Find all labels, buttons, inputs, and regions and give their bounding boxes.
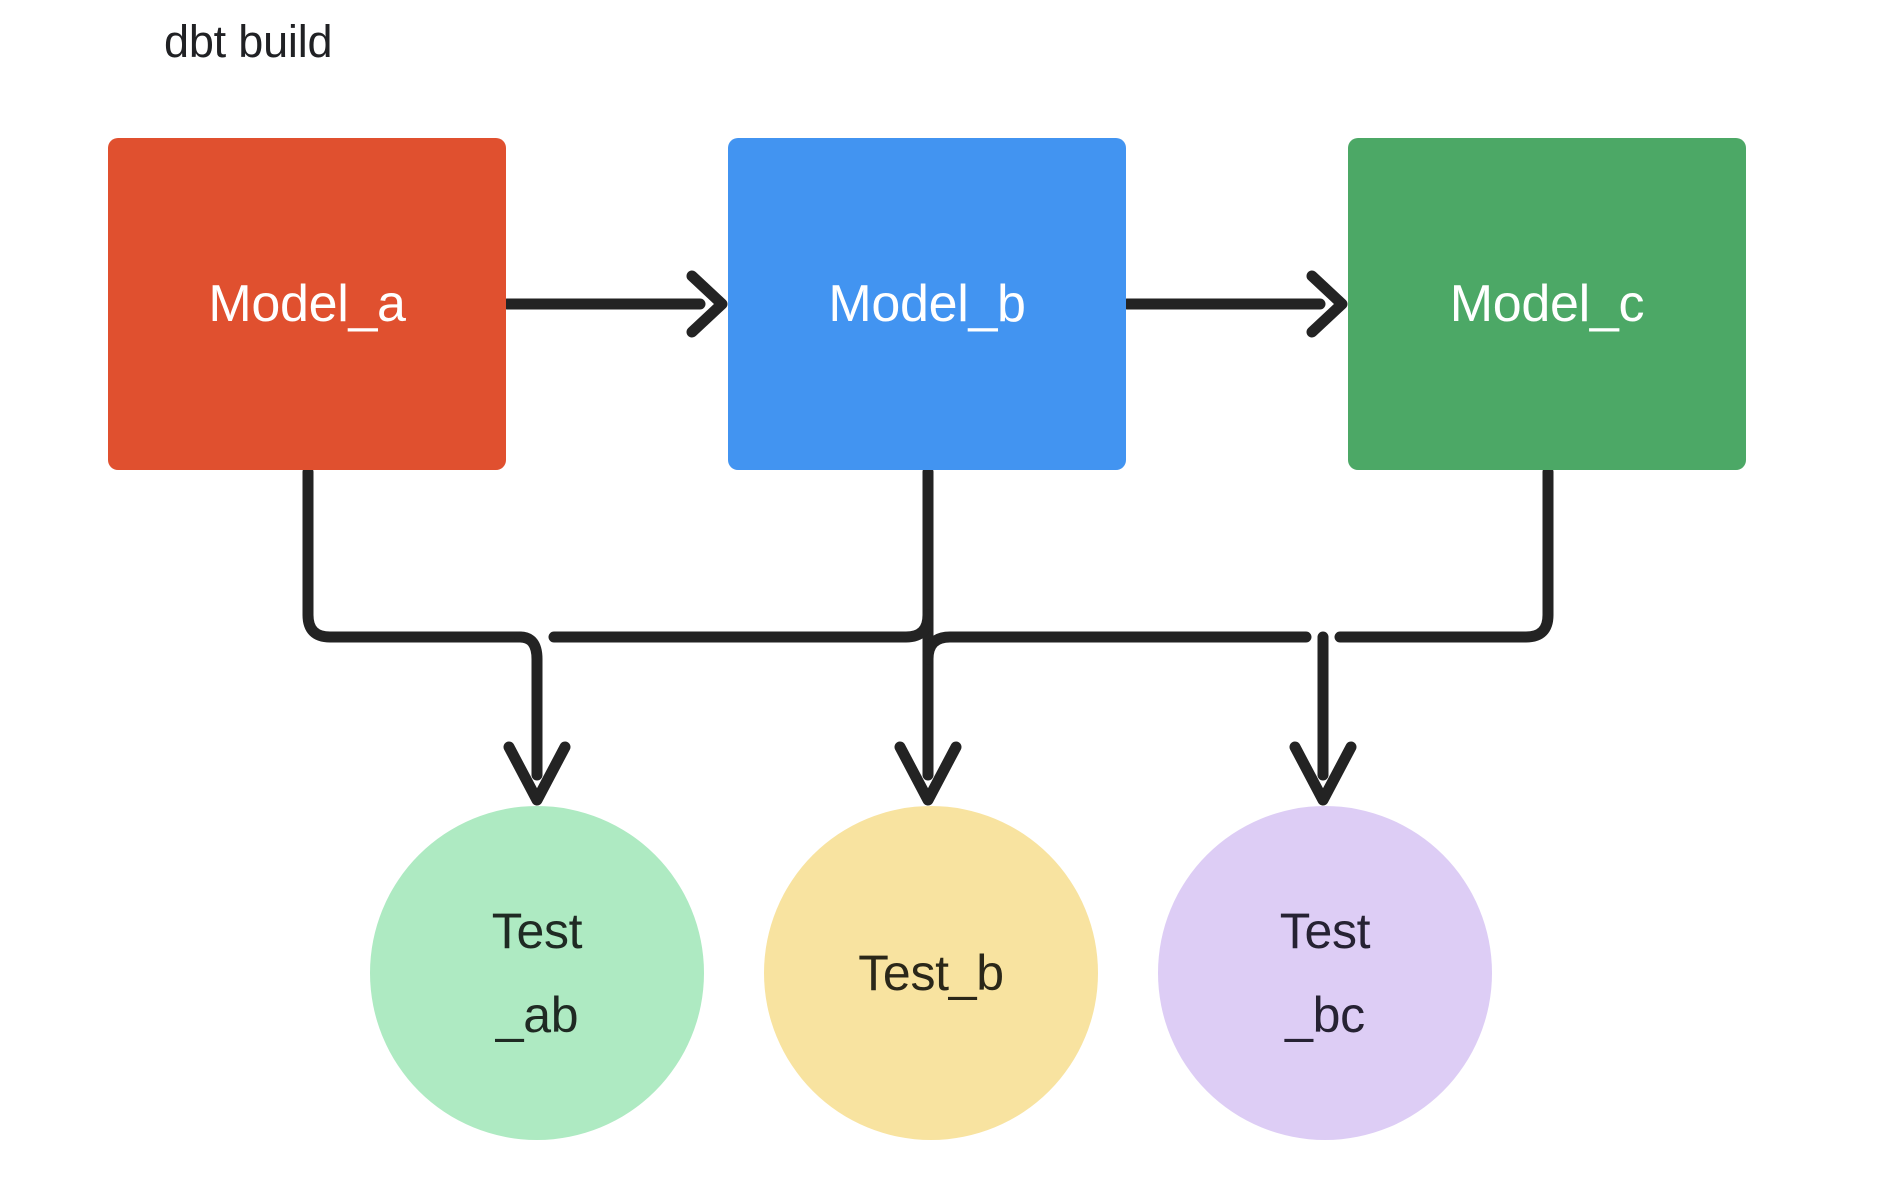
edge-model-b-to-test-b — [894, 466, 962, 806]
test-node-test-bc[interactable]: Test _bc — [1158, 806, 1492, 1140]
test-label-line1: Test_b — [858, 945, 1004, 1001]
bus-left-segment — [514, 609, 934, 781]
edge-bus-to-test-ab — [503, 741, 571, 806]
model-label: Model_a — [208, 275, 406, 333]
test-node-test-ab[interactable]: Test _ab — [370, 806, 704, 1140]
bus-right-segment — [922, 466, 1554, 781]
model-node-model-b[interactable]: Model_b — [728, 138, 1126, 470]
test-node-test-b[interactable]: Test_b — [764, 806, 1098, 1140]
model-label: Model_c — [1449, 275, 1645, 333]
model-node-model-c[interactable]: Model_c — [1348, 138, 1746, 470]
model-label: Model_b — [828, 275, 1026, 333]
edge-model-a-to-bus — [302, 466, 526, 643]
test-label-line1: Test — [491, 903, 583, 959]
edge-bus-to-test-bc — [1289, 741, 1357, 806]
edge-model-a-to-model-b — [501, 270, 728, 338]
page-title: dbt build — [164, 16, 333, 67]
test-label-line2: _ab — [495, 987, 579, 1043]
test-label-line2: _bc — [1285, 987, 1365, 1043]
test-label-line1: Test — [1279, 903, 1371, 959]
model-node-model-a[interactable]: Model_a — [108, 138, 506, 470]
edge-model-b-to-model-c — [1121, 270, 1348, 338]
